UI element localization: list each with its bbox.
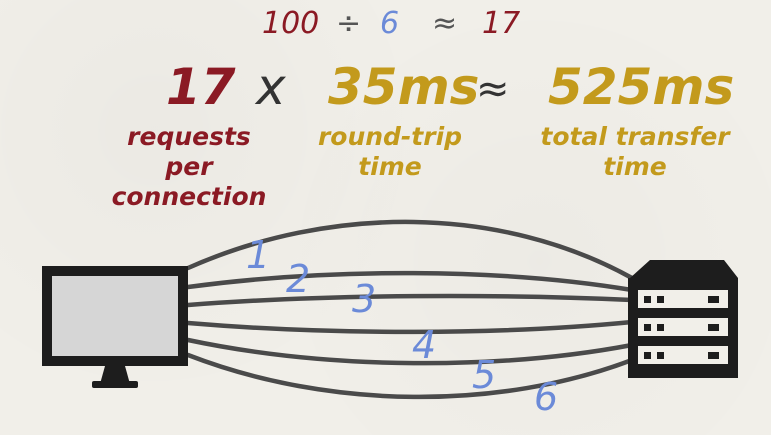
total-value: 525ms (548, 58, 735, 116)
connection-line-1 (185, 219, 635, 281)
connection-line-6 (185, 352, 635, 400)
total-label-line1: total transfer (540, 122, 730, 151)
requests-label-line1: requests per (127, 122, 251, 181)
connection-number-1: 1 (246, 233, 270, 277)
times-sign: x (256, 58, 286, 116)
server-rack-icon (628, 260, 738, 378)
rtt-label-line2: time (358, 152, 422, 181)
connection-number-6: 6 (534, 375, 558, 419)
total-label-line2: time (603, 152, 667, 181)
total-label: total transfer time (540, 122, 730, 182)
connection-number-2: 2 (286, 257, 310, 301)
requests-value: 17 (166, 58, 236, 116)
divide-sign: ÷ (336, 6, 362, 41)
divisor: 6 (380, 6, 400, 41)
connection-number-5: 5 (472, 353, 496, 397)
connection-line-5 (185, 337, 635, 366)
connection-line-4 (185, 319, 635, 335)
computer-monitor-icon (42, 266, 188, 388)
approx-sign-main: ≈ (476, 66, 510, 112)
dividend: 100 (262, 6, 320, 41)
approx-sign-top: ≈ (432, 6, 458, 41)
connection-line-2 (185, 270, 635, 293)
rtt-value: 35ms (328, 58, 480, 116)
result: 17 (482, 6, 521, 41)
connection-numbers: 1 2 3 4 5 6 (246, 233, 558, 419)
rtt-label: round-trip time (310, 122, 470, 182)
rtt-label-line1: round-trip (317, 122, 463, 151)
requests-label-line2: connection (111, 182, 267, 211)
connection-number-3: 3 (352, 277, 376, 321)
connection-number-4: 4 (412, 323, 436, 367)
requests-label: requests per connection (104, 122, 274, 212)
connection-lines (185, 219, 635, 400)
connection-line-3 (185, 293, 635, 308)
top-equation: 100 ÷ 6 ≈ 17 (0, 6, 771, 50)
